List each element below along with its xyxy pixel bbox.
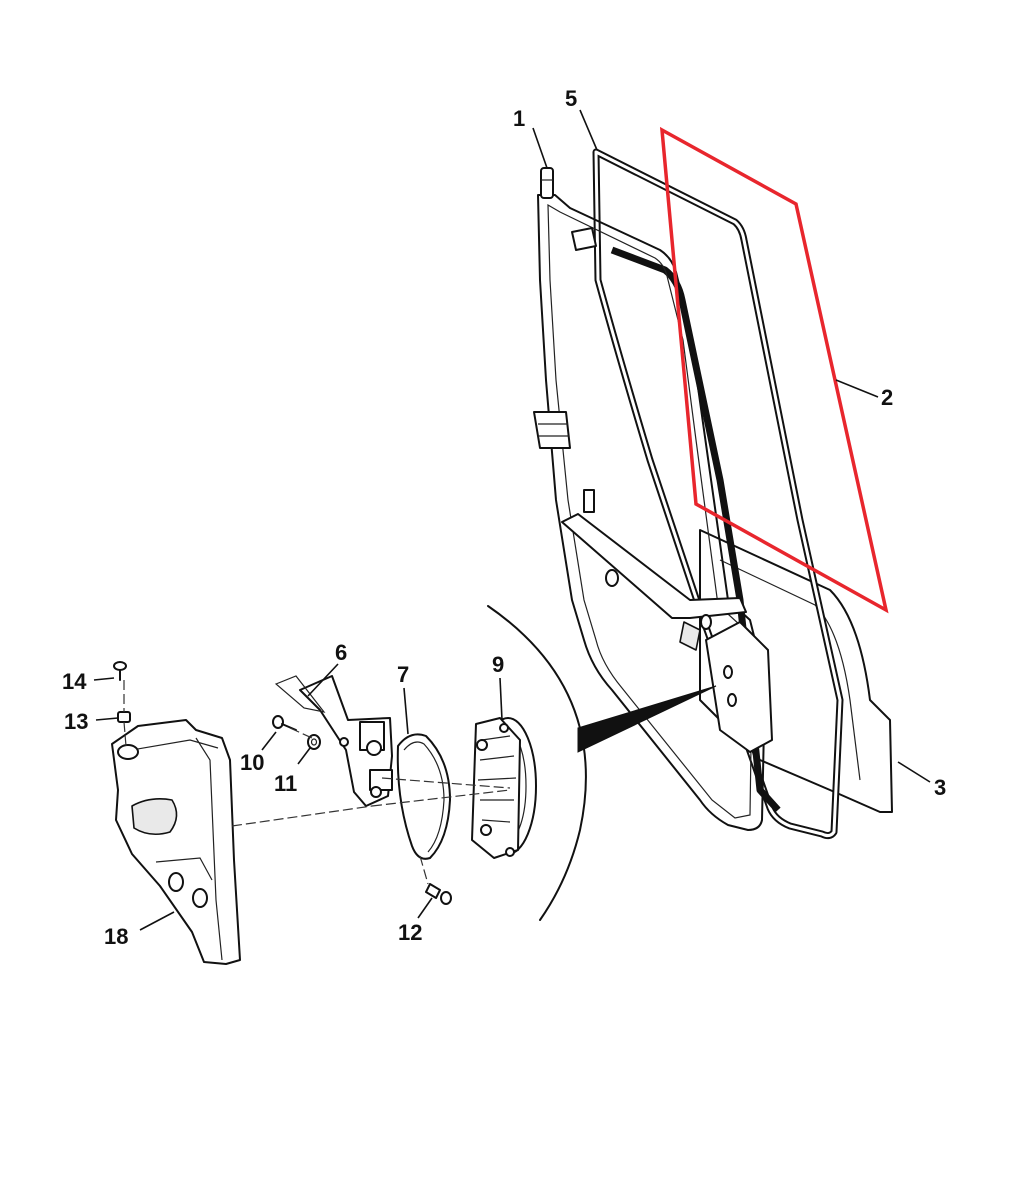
part-18-inner-cover[interactable] — [111, 719, 241, 965]
part-2-window-glass[interactable] — [659, 126, 889, 614]
part-7-handle-gasket[interactable] — [396, 733, 451, 860]
callout-labels: 1 5 2 3 6 7 9 10 11 12 13 14 18 — [62, 86, 946, 949]
callout-14: 14 — [62, 669, 87, 694]
part-6-latch-mechanism[interactable] — [274, 675, 393, 807]
part-9-latch-handle[interactable] — [471, 717, 537, 859]
callout-12: 12 — [398, 920, 422, 945]
callout-6: 6 — [335, 640, 347, 665]
part-13-nut[interactable] — [117, 711, 131, 723]
callout-7: 7 — [397, 662, 409, 687]
callout-11: 11 — [274, 771, 297, 796]
part-12-screw[interactable] — [419, 855, 452, 905]
callout-18: 18 — [104, 924, 128, 949]
part-14-screw[interactable] — [113, 661, 127, 681]
part-1-door-frame[interactable] — [533, 167, 773, 831]
part-5-door-seal[interactable] — [592, 148, 844, 840]
callout-3: 3 — [934, 775, 946, 800]
detail-view-callout — [487, 605, 717, 921]
part-11-washer[interactable] — [307, 734, 321, 750]
callout-13: 13 — [64, 709, 88, 734]
assembly-lines — [123, 680, 511, 827]
leader-lines — [93, 109, 931, 931]
callout-10: 10 — [240, 750, 264, 775]
callout-2: 2 — [881, 385, 893, 410]
callout-1: 1 — [513, 106, 525, 131]
callout-9: 9 — [492, 652, 504, 677]
glass-highlight-outline — [659, 126, 889, 614]
callout-5: 5 — [565, 86, 577, 111]
part-10-screw[interactable] — [272, 715, 297, 731]
